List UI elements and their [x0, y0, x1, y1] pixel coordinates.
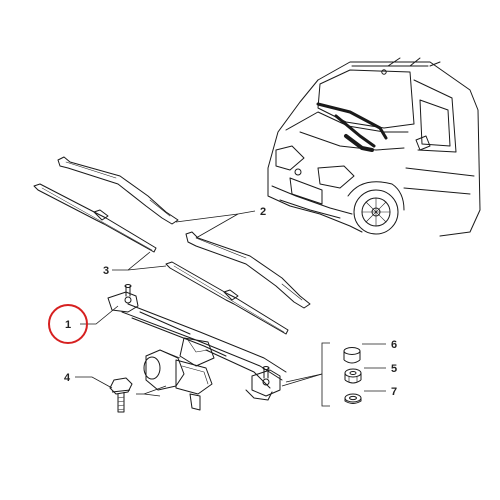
- washer-part-7: [344, 393, 362, 404]
- bolt-part: [109, 377, 133, 413]
- wiper-arm-left: [57, 156, 179, 225]
- callout-2: 2: [260, 206, 266, 218]
- wiper-arm-right: [185, 231, 311, 309]
- leader-lines: [75, 210, 386, 407]
- callout-labels: 1 2 3 4 5 6 7: [64, 206, 397, 398]
- callout-3: 3: [103, 265, 109, 277]
- wiper-blade-left: [33, 183, 157, 253]
- callout-5: 5: [391, 363, 397, 375]
- wiper-blade-right: [165, 261, 289, 335]
- highlight-circle: [48, 304, 88, 344]
- wiper-linkage-assembly: [107, 284, 287, 411]
- callout-4: 4: [64, 372, 71, 384]
- van-illustration: [267, 57, 481, 237]
- callout-6: 6: [391, 339, 397, 351]
- callout-1: 1: [65, 319, 71, 331]
- bush-part-6: [343, 347, 361, 364]
- callout-7: 7: [391, 386, 397, 398]
- nut-part-5: [344, 368, 362, 384]
